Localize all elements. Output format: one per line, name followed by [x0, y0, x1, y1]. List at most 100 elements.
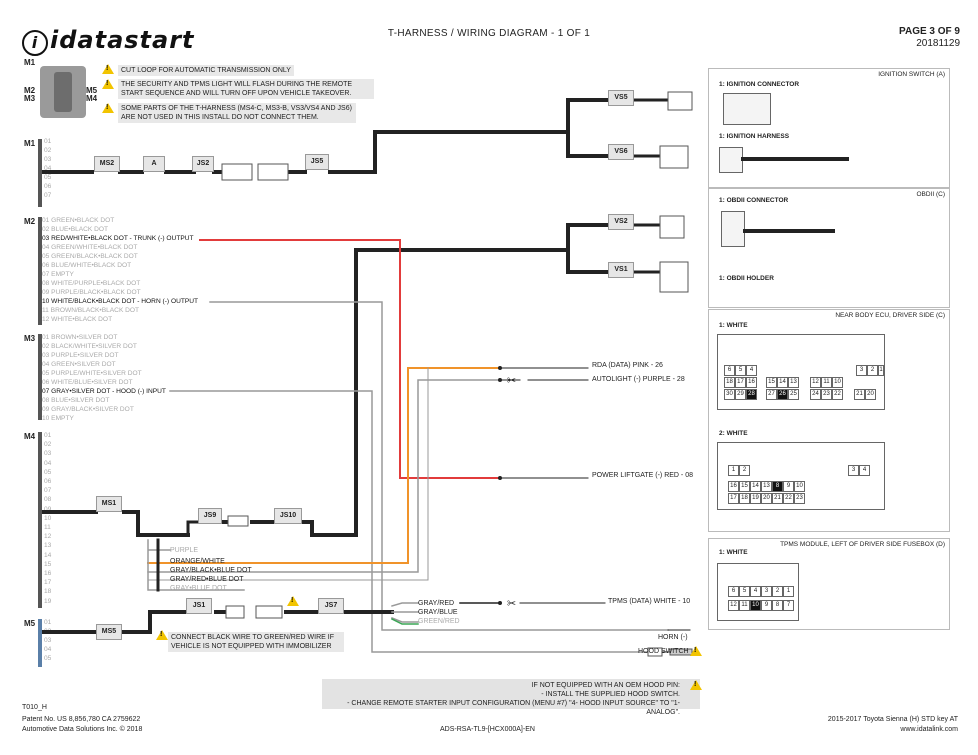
connector-vs2: VS2 — [608, 214, 634, 230]
panel-ignition-switch: IGNITION SWITCH (A) 1: IGNITION CONNECTO… — [708, 68, 950, 188]
wire-label-gray-blue-2: GRAY/BLUE — [418, 609, 458, 616]
port-m5-strip — [38, 619, 42, 667]
document-date: 20181129 — [916, 38, 960, 49]
panel-obdii: OBDII (C) 1: OBDII CONNECTOR 1: OBDII HO… — [708, 188, 950, 308]
warning-icon — [102, 79, 114, 89]
port-label-m4: M4 — [86, 94, 98, 103]
port-m4-label: M4 — [24, 432, 36, 441]
port-label-m1: M1 — [24, 58, 36, 67]
output-rda: RDA (DATA) PINK - 26 — [592, 362, 663, 369]
panel-body-ecu: NEAR BODY ECU, DRIVER SIDE (C) 1: WHITE … — [708, 309, 950, 532]
output-power-liftgate: POWER LIFTGATE (-) RED - 08 — [592, 472, 693, 479]
hood-note-line-2: - INSTALL THE SUPPLIED HOOD SWITCH. — [541, 691, 680, 698]
panel-title: TPMS MODULE, LEFT OF DRIVER SIDE FUSEBOX… — [780, 541, 945, 548]
hood-pin-note: IF NOT EQUIPPED WITH AN OEM HOOD PIN: - … — [322, 679, 700, 716]
ecu-connector-2: 1 2 3 4 16 15 14 13 8 9 10 17 18 19 20 2… — [717, 442, 885, 510]
wire-label-purple: PURPLE — [170, 547, 199, 554]
footer-code: T010_H — [22, 704, 47, 711]
connector-js7: JS7 — [318, 598, 344, 614]
page-title: T-HARNESS / WIRING DIAGRAM - 1 OF 1 — [387, 28, 591, 39]
wire-label-gray-red: GRAY/RED•BLUE DOT — [170, 576, 244, 583]
connector-js9: JS9 — [198, 508, 222, 524]
warning-icon — [287, 596, 299, 606]
wire-label-gray-red-2: GRAY/RED — [418, 600, 455, 607]
output-horn: HORN (-) — [658, 634, 688, 641]
port-label-m2: M2 — [24, 86, 36, 95]
connector-js10: JS10 — [274, 508, 302, 524]
warning-text-3: SOME PARTS OF THE T-HARNESS (MS4-C, MS3-… — [118, 103, 356, 123]
connector-vs5: VS5 — [608, 90, 634, 106]
footer-vehicle: 2015-2017 Toyota Sienna (H) STD key AT — [827, 716, 958, 723]
panel-subtitle: 1: WHITE — [719, 322, 748, 329]
panel-subtitle: 1: IGNITION CONNECTOR — [719, 81, 800, 88]
warning-icon — [102, 64, 114, 74]
panel-subtitle: 1: WHITE — [719, 549, 748, 556]
immobilizer-note: CONNECT BLACK WIRE TO GREEN/RED WIRE IF … — [168, 632, 344, 652]
logo-icon: i — [22, 30, 48, 56]
warning-icon — [102, 103, 114, 113]
port-label-m3: M3 — [24, 94, 36, 103]
warning-icon — [156, 630, 168, 640]
port-m1-label: M1 — [24, 139, 36, 148]
port-m4-strip — [38, 432, 42, 608]
panel-title: NEAR BODY ECU, DRIVER SIDE (C) — [835, 312, 945, 319]
connector-a: A — [143, 156, 165, 172]
connector-ms2: MS2 — [94, 156, 120, 172]
port-m2-strip — [38, 217, 42, 325]
panel-title: IGNITION SWITCH (A) — [878, 71, 945, 78]
warning-text-1: CUT LOOP FOR AUTOMATIC TRANSMISSION ONLY — [118, 65, 294, 76]
warning-icon — [690, 680, 702, 690]
panel-subtitle: 1: OBDII HOLDER — [719, 275, 774, 282]
logo-text: idatastart — [50, 26, 195, 54]
port-m2-label: M2 — [24, 217, 36, 226]
output-hood-switch: HOOD SWITCH — [638, 648, 689, 655]
connector-js5: JS5 — [305, 154, 329, 170]
ignition-harness-image — [719, 147, 743, 173]
wire-label-orange-white: ORANGE/WHITE — [170, 558, 225, 565]
obdii-connector-image — [721, 211, 745, 247]
module-image — [40, 66, 86, 118]
connector-ms5: MS5 — [96, 624, 122, 640]
wire-label-gray-blue: GRAY•BLUE DOT — [170, 585, 227, 592]
warning-text-2: THE SECURITY AND TPMS LIGHT WILL FLASH D… — [118, 79, 374, 99]
footer-patent: Patent No. US 8,856,780 CA 2759622 — [22, 716, 141, 723]
connector-js1: JS1 — [186, 598, 212, 614]
scissors-icon: ✂ — [507, 374, 516, 387]
panel-subtitle: 2: WHITE — [719, 430, 748, 437]
scissors-icon: ✂ — [507, 597, 516, 610]
port-m3-strip — [38, 334, 42, 420]
warning-icon — [690, 646, 702, 656]
output-autolight: AUTOLIGHT (-) PURPLE - 28 — [592, 376, 685, 383]
port-m1-strip — [38, 139, 42, 207]
footer-doc-number: ADS-RSA-TL9-[HCX000A]-EN — [440, 726, 535, 733]
connector-ms1: MS1 — [96, 496, 122, 512]
panel-tpms-module: TPMS MODULE, LEFT OF DRIVER SIDE FUSEBOX… — [708, 538, 950, 630]
page-number: PAGE 3 OF 9 — [899, 26, 960, 37]
ignition-connector-image — [723, 93, 771, 125]
panel-subtitle: 1: OBDII CONNECTOR — [719, 197, 789, 204]
connector-js2: JS2 — [192, 156, 214, 172]
wire-label-gray-black: GRAY/BLACK•BLUE DOT — [170, 567, 252, 574]
ecu-connector-1: 6 5 4 3 2 1 18 17 16 15 14 13 12 11 10 3… — [717, 334, 885, 410]
hood-note-line-1: IF NOT EQUIPPED WITH AN OEM HOOD PIN: — [531, 682, 680, 689]
panel-title: OBDII (C) — [916, 191, 945, 198]
connector-vs1: VS1 — [608, 262, 634, 278]
footer-company: Automotive Data Solutions Inc. © 2018 — [22, 726, 143, 733]
obdii-wire — [743, 229, 835, 233]
output-tpms: TPMS (DATA) WHITE - 10 — [608, 598, 691, 605]
hood-note-line-3: - CHANGE REMOTE STARTER INPUT CONFIGURAT… — [347, 700, 680, 716]
wire-label-green-red: GREEN/RED — [418, 618, 460, 625]
port-m5-label: M5 — [24, 619, 36, 628]
panel-subtitle: 1: IGNITION HARNESS — [719, 133, 790, 140]
port-label-m5: M5 — [86, 86, 98, 95]
port-m3-label: M3 — [24, 334, 36, 343]
connector-vs6: VS6 — [608, 144, 634, 160]
ignition-harness-wire — [741, 157, 849, 161]
footer-site: www.idatalink.com — [900, 726, 958, 733]
tpms-connector: 6 5 4 3 2 1 12 11 10 9 8 7 — [717, 563, 799, 621]
